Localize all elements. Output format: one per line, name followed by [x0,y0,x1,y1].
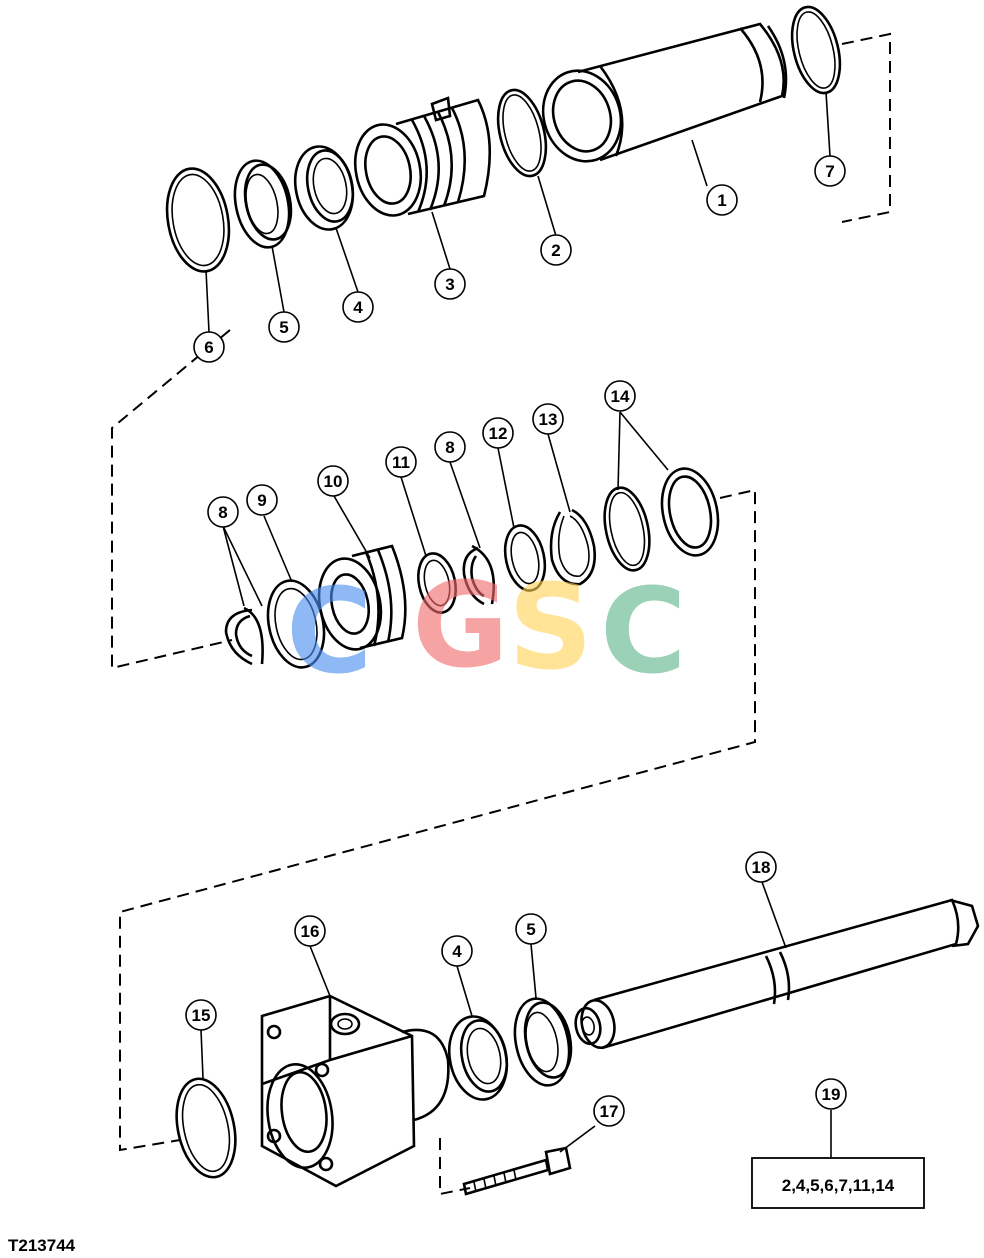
watermark-letter-s: S [508,558,593,696]
callout-1: 1 [706,184,738,216]
svg-text:10: 10 [324,472,343,491]
svg-text:1: 1 [717,191,726,210]
part-11-seal [417,552,457,614]
callout-12: 12 [482,417,514,449]
svg-text:2: 2 [551,241,560,260]
seal-kit-box: 2,4,5,6,7,11,14 [751,1157,925,1209]
watermark-letter-c2: C [600,562,687,700]
callout-3: 3 [434,268,466,300]
svg-text:16: 16 [301,922,320,941]
part-16-head-block [260,994,450,1188]
svg-text:17: 17 [600,1102,619,1121]
seal-kit-parts-list: 2,4,5,6,7,11,14 [782,1176,895,1195]
callout-16: 16 [294,915,326,947]
callout-19: 19 [815,1078,847,1110]
callout-13: 13 [532,403,564,435]
svg-text:9: 9 [257,491,266,510]
svg-text:12: 12 [489,424,508,443]
part-17-cap-screw [462,1146,572,1196]
part-8-snap-ring-right [462,544,496,606]
callout-10: 10 [317,465,349,497]
svg-text:13: 13 [539,410,558,429]
callout-5-bottom: 5 [515,913,547,945]
callout-4-top: 4 [342,291,374,323]
svg-text:5: 5 [526,920,535,939]
part-12-ring [503,524,547,592]
callout-14: 14 [604,380,636,412]
svg-text:7: 7 [825,162,834,181]
svg-text:15: 15 [192,1006,211,1025]
part-18-rod [574,898,980,1050]
assembly-dashed-outline [111,32,891,1196]
part-7-o-ring [790,5,842,95]
part-1-barrel [541,22,788,163]
part-5-wiper-top [233,159,293,249]
leader-lines [200,91,832,1158]
part-3-gland [353,96,492,217]
callout-17: 17 [593,1095,625,1127]
part-4-seal-top [293,145,355,231]
svg-text:4: 4 [452,942,462,961]
callout-18: 18 [745,851,777,883]
callout-8-left: 8 [207,496,239,528]
watermark-letter-g: G [412,556,509,694]
callout-15: 15 [185,999,217,1031]
part-8-snap-ring-left [224,606,264,666]
part-5-wiper-bottom [513,997,573,1087]
svg-text:8: 8 [218,503,227,522]
svg-text:3: 3 [445,275,454,294]
svg-text:6: 6 [204,338,213,357]
svg-text:5: 5 [279,318,288,337]
callout-2: 2 [540,234,572,266]
svg-text:4: 4 [353,298,363,317]
svg-text:19: 19 [822,1085,841,1104]
callout-6: 6 [193,331,225,363]
watermark: C G S C [286,556,687,700]
part-2-backup-ring [496,88,548,178]
part-15-o-ring [175,1077,237,1179]
part-10-piston [317,544,407,651]
part-6-o-ring [165,167,231,273]
part-13-split-ring [549,508,596,586]
callout-9: 9 [246,484,278,516]
svg-text:18: 18 [752,858,771,877]
part-14-rings [603,467,720,572]
svg-text:11: 11 [392,453,410,472]
part-4-seal-bottom [447,1015,509,1101]
svg-text:14: 14 [611,387,630,406]
callout-5-top: 5 [268,311,300,343]
callout-7: 7 [814,155,846,187]
callout-11: 11 [385,446,417,478]
watermark-letter-c1: C [286,562,373,700]
callout-4-bottom: 4 [441,935,473,967]
svg-text:8: 8 [445,438,454,457]
callout-8-right: 8 [434,431,466,463]
figure-id: T213744 [8,1236,76,1255]
